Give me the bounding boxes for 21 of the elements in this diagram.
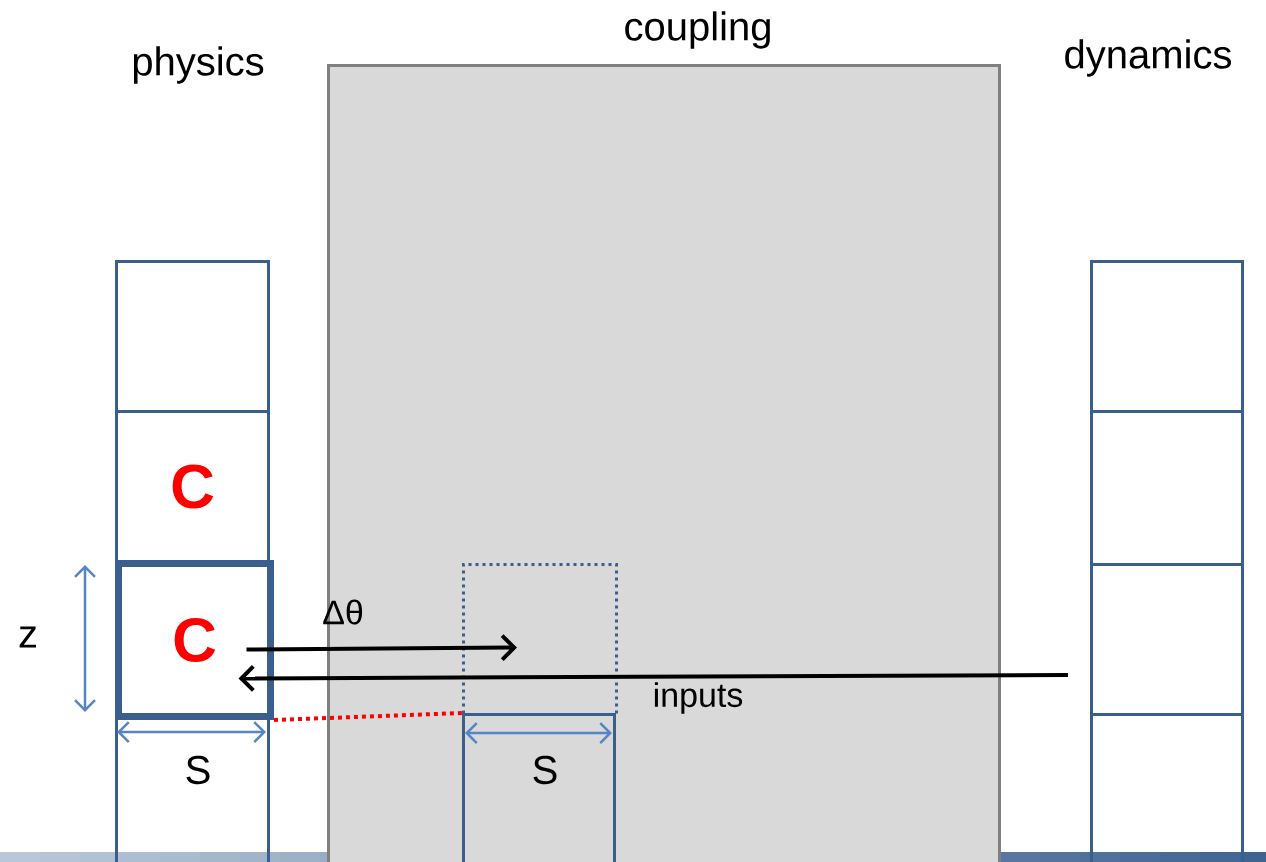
- dimension-label: S: [186, 755, 210, 785]
- box-heading: coupling: [625, 11, 770, 49]
- grid-cell: [1090, 563, 1244, 716]
- edge-label: inputs: [654, 682, 743, 714]
- grid-cell: [462, 713, 616, 862]
- dotted-box: [462, 563, 618, 716]
- dimension-label: z: [19, 626, 36, 648]
- grid-cell: [115, 716, 270, 862]
- column-heading: physics: [133, 46, 264, 84]
- column-heading: dynamics: [1065, 39, 1231, 77]
- dotted-line: [273, 711, 463, 722]
- dimension-label: S: [533, 755, 557, 785]
- grid-cell: C: [115, 560, 274, 720]
- grid-cell: [1090, 713, 1244, 862]
- grid-cell: [1090, 260, 1244, 413]
- grid-cell: C: [115, 410, 270, 563]
- edge-label: Δθ: [323, 599, 363, 625]
- arrow: [246, 634, 517, 662]
- grid-cell: [115, 260, 270, 413]
- grid-cell: [1090, 410, 1244, 566]
- arrow: [238, 665, 1068, 692]
